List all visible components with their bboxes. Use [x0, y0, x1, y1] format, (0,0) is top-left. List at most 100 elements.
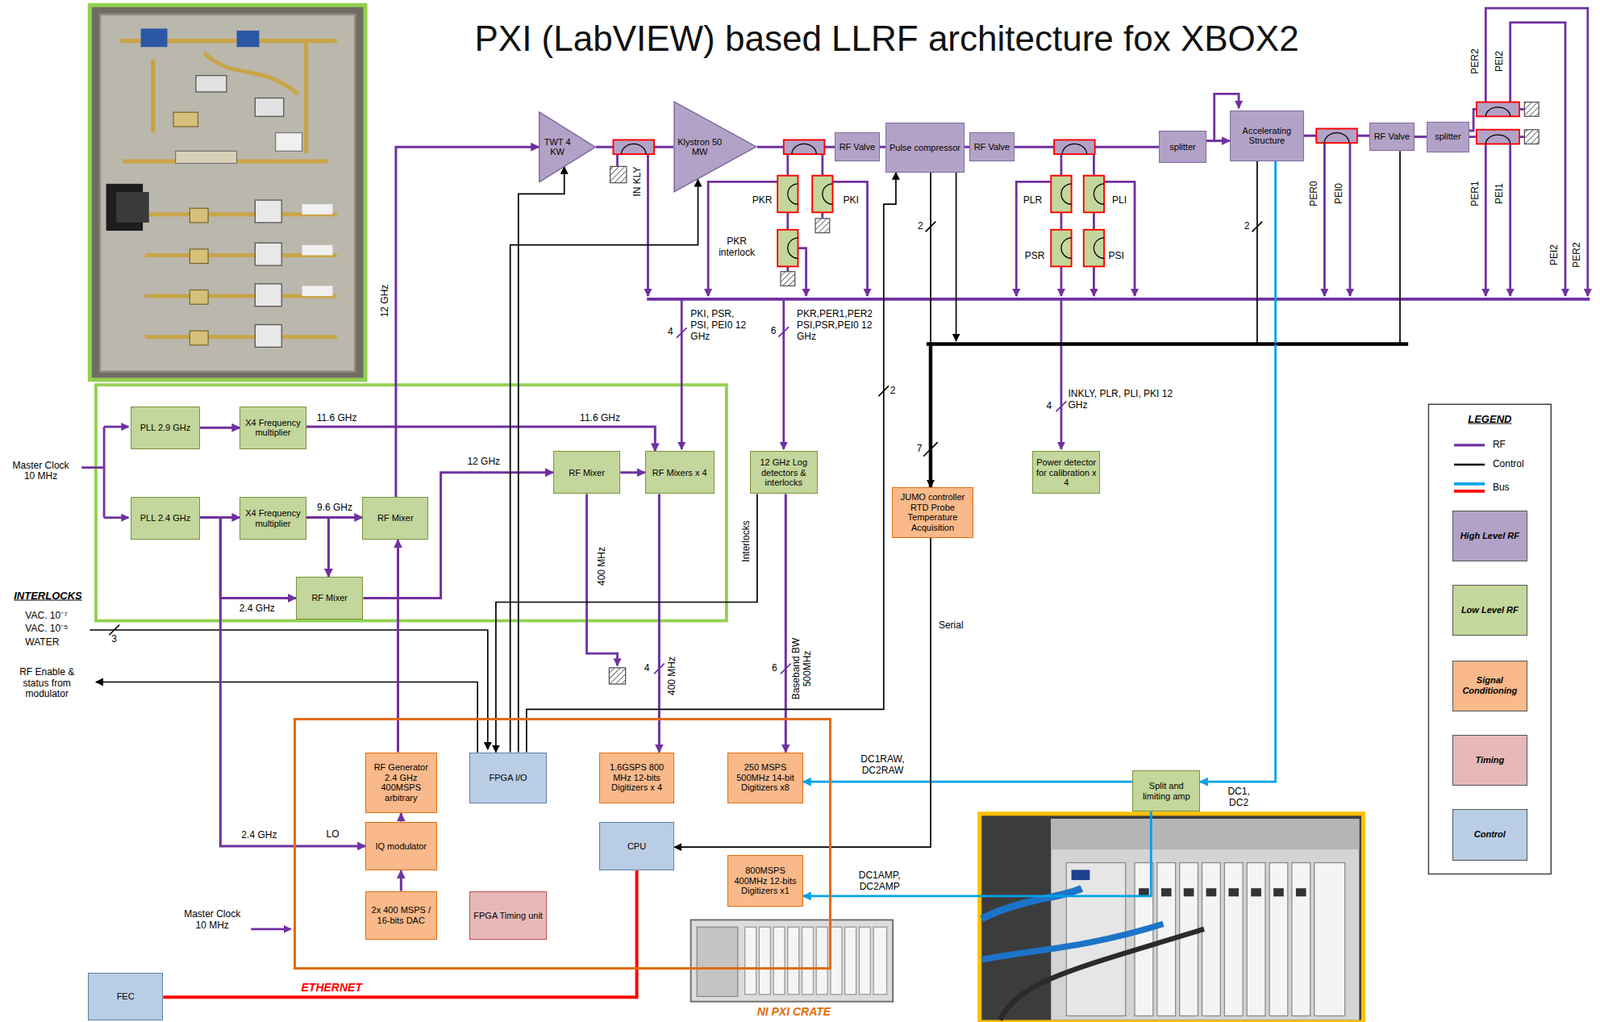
rf-load [608, 102, 1539, 684]
timing-box: FPGA Timing unit [469, 891, 547, 941]
connector-label: ETHERNET [300, 980, 363, 994]
triangle-shape [538, 111, 596, 184]
pxi-crate-photo-part-part [1161, 887, 1172, 896]
coupler-arc [621, 107, 1511, 259]
pxi-crate-photo-part-part [1224, 862, 1243, 1017]
node-text-block: RF Valve [1370, 129, 1414, 144]
rf-bus-part [646, 154, 650, 296]
rf-bus-part [1485, 8, 1588, 296]
rf-bus-part [654, 326, 1067, 674]
node-label: 250 MSPS 500MHz 14-bit Digitizers x8 [730, 762, 800, 793]
hardware-photo-part [100, 14, 355, 372]
directional-coupler-part [612, 139, 655, 155]
triangle-outline [539, 112, 596, 183]
legend-frame [1428, 404, 1551, 874]
rf-load-part [815, 218, 830, 234]
high-level-rf-box: splitter [1426, 121, 1470, 153]
hardware-photo [89, 4, 366, 380]
pxi-crate-thumbnail-part-part [802, 926, 814, 995]
high-level-rf-box: splitter [1158, 130, 1206, 163]
hardware-photo-part [189, 208, 209, 223]
low-level-rf-box: 12 GHz Log detectors & interlocks [750, 450, 818, 494]
node-text-block: FPGA Timing unit [470, 908, 546, 923]
pxi-crate-photo-part-part [1179, 862, 1199, 1017]
pxi-crate-thumbnail-part-part [845, 926, 857, 995]
connector [658, 493, 661, 752]
connector-label: 12 GHz [466, 456, 501, 468]
node-label: Power detector for calibration x 4 [1035, 457, 1097, 488]
legend-swatch: High Level RF [1452, 510, 1529, 562]
annotation-label: VAC. 10⁻⁵ [24, 623, 69, 635]
node-text-block: RF Generator 2.4 GHz 400MSPS arbitrary [366, 760, 437, 805]
node-text-block: Split and limiting amp [1133, 779, 1200, 803]
connector [526, 172, 896, 753]
connector [200, 426, 240, 430]
pxi-crate-thumbnail-part-part [745, 926, 757, 995]
node-text-block: 1.6GSPS 800 MHz 12-bits Digitizers x 4 [600, 760, 675, 795]
rf-bus-part [1104, 181, 1135, 296]
pxi-crate-photo-part-part [1206, 887, 1217, 896]
low-level-rf-box: Power detector for calibration x 4 [1032, 450, 1100, 494]
connector [200, 517, 366, 846]
control-wiring-part [108, 221, 1263, 636]
legend-text: Signal Conditioning [1453, 673, 1528, 698]
hardware-photo-part [254, 283, 282, 307]
node-text-block: Accelerating Structure [1230, 124, 1304, 148]
annotation-label: Master Clock 10 MHz [8, 460, 73, 484]
llrf-region-outline [95, 384, 727, 621]
node-label: 2x 400 MSPS / 16-bits DAC [368, 904, 434, 925]
legend-frame-part [1454, 463, 1485, 467]
connector [400, 812, 403, 821]
pxi-crate-thumbnail-part-part [830, 926, 842, 995]
annotation-label: PEI2 [1549, 243, 1561, 267]
pxi-crate-photo-part [1071, 869, 1091, 880]
legend-swatch: Signal Conditioning [1452, 660, 1529, 712]
hardware-photo-part [189, 249, 209, 264]
rf-bus-part [1092, 266, 1096, 296]
legend-frame-part [1428, 404, 1551, 874]
connector-label: DC1AMP, DC2AMP [852, 870, 908, 893]
node-label: RF Mixer [556, 467, 618, 479]
pxi-crate-thumbnail-part [691, 919, 894, 1001]
rf-bus-part [1060, 299, 1063, 450]
hardware-photo-part [173, 112, 198, 127]
connector [1414, 135, 1427, 138]
directional-coupler [612, 102, 1520, 267]
connector [930, 161, 1258, 488]
node-text-block: 2x 400 MSPS / 16-bits DAC [366, 903, 437, 927]
pxi-crate-photo-part [1138, 887, 1307, 896]
signal-conditioning-box: 2x 400 MSPS / 16-bits DAC [365, 891, 438, 941]
signal-conditioning-box: 1.6GSPS 800 MHz 12-bits Digitizers x 4 [599, 752, 675, 804]
signal-conditioning-box: RF Generator 2.4 GHz 400MSPS arbitrary [365, 752, 438, 814]
directional-coupler-part [1316, 128, 1358, 143]
control-wiring-part [89, 629, 488, 750]
node-text-block: RF Mixer [362, 511, 428, 525]
pxi-crate-photo [979, 813, 1364, 1022]
hardware-photo-part [237, 30, 260, 47]
hardware-photo-part [254, 98, 284, 117]
annotation-label: PKR interlock [712, 237, 761, 260]
node-text-block: Power detector for calibration x 4 [1033, 455, 1100, 490]
node-label: FPGA I/O [472, 772, 544, 784]
directional-coupler-part [783, 139, 825, 155]
pxi-crate-photo-part-part [1273, 887, 1284, 896]
rf-bus-part [1484, 143, 1488, 296]
annotation-label: 6 [770, 325, 778, 338]
node-label: IQ modulator [368, 841, 434, 852]
node-label: splitter [1429, 131, 1467, 142]
node-text-block: PLL 2.4 GHz [131, 511, 200, 525]
legend-text: Low Level RF [1459, 603, 1521, 617]
annotation-label: PSR [1024, 250, 1046, 263]
control-wiring-part [955, 172, 958, 342]
connector [495, 493, 758, 752]
high-level-rf-box: RF Valve [1369, 122, 1415, 151]
pxi-crate-photo-part-part [1202, 862, 1221, 1017]
connector-label: Baseband BW 500MHz [791, 636, 814, 701]
node-text-block: splitter [1159, 140, 1205, 155]
low-level-rf-box: RF Mixer [553, 450, 621, 494]
pxi-crate-thumbnail-part [696, 926, 738, 996]
connector-label: 2.4 GHz [238, 603, 276, 615]
pxi-crate-photo-part [981, 887, 1082, 919]
annotation-label: 4 [1045, 400, 1053, 413]
node-label: 1.6GSPS 800 MHz 12-bits Digitizers x 4 [602, 762, 672, 793]
